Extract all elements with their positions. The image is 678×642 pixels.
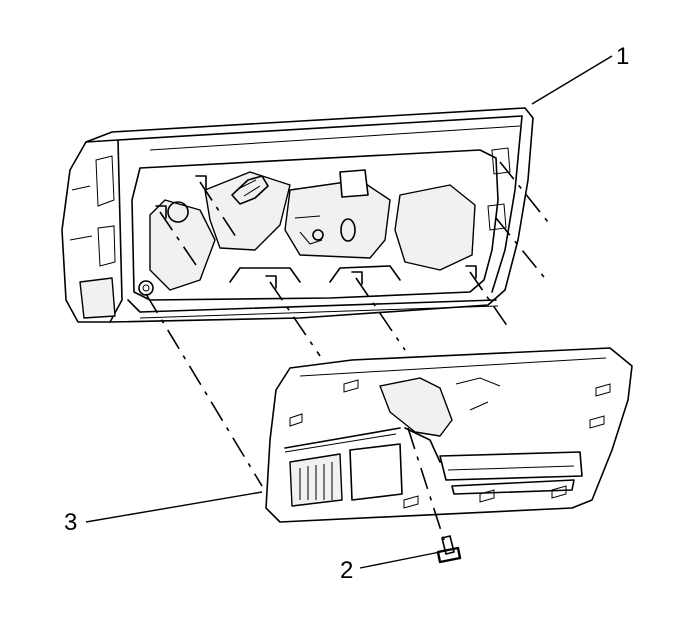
frame-retainer-slots: [155, 175, 477, 289]
callout-1-label: 1: [616, 43, 629, 70]
callout-3-label: 3: [64, 509, 77, 536]
door-trim-panel: [265, 347, 633, 523]
door-inner-frame: [61, 107, 534, 323]
callout-2-label: 2: [340, 557, 353, 584]
leader-lines: [85, 55, 613, 569]
trim-screw: [407, 427, 462, 564]
